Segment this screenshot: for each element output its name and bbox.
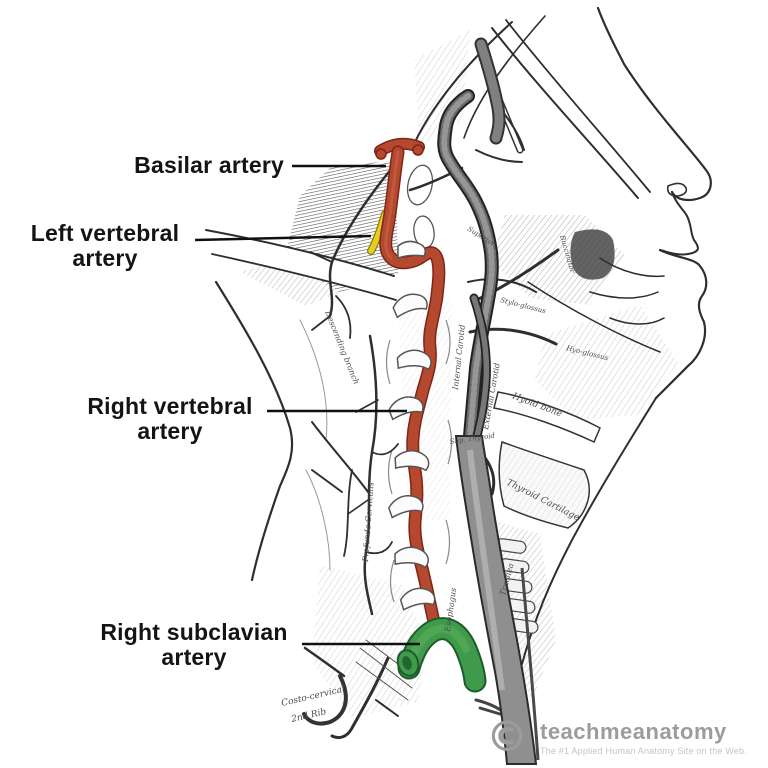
label-line: artery xyxy=(72,245,138,271)
transverse-process-hooks xyxy=(388,240,436,611)
engraved-label: Descending branch xyxy=(323,308,361,385)
carotid-artery-upper xyxy=(437,37,506,445)
watermark: © teachmeanatomy The #1 Applied Human An… xyxy=(486,714,747,760)
engraved-label: Internal Carotid xyxy=(451,324,467,391)
subclavian-artery-highlight xyxy=(396,617,487,693)
label-line: Right vertebral xyxy=(87,393,253,419)
engraved-label: Profunda Cervicalis xyxy=(361,482,376,563)
copyright-icon: © xyxy=(486,712,528,761)
watermark-tagline: The #1 Applied Human Anatomy Site on the… xyxy=(540,746,747,756)
label-line: artery xyxy=(137,418,203,444)
label-line: Right subclavian xyxy=(100,619,288,645)
watermark-brand: teachmeanatomy xyxy=(540,719,727,744)
label-left-vertebral-artery: Left vertebral artery xyxy=(22,221,188,271)
label-line: artery xyxy=(161,644,227,670)
label-right-vertebral-artery: Right vertebral artery xyxy=(84,394,256,444)
engraved-label: Costo-cervical xyxy=(280,685,346,709)
label-basilar-artery: Basilar artery xyxy=(134,152,284,178)
common-carotid-trunk xyxy=(454,435,540,765)
label-line: Left vertebral xyxy=(30,220,180,246)
leader-lines xyxy=(194,164,420,646)
label-right-subclavian-artery: Right subclavian artery xyxy=(96,620,292,670)
vertebral-column xyxy=(385,164,453,603)
vertebral-artery-highlight xyxy=(374,137,446,639)
larynx-structures xyxy=(493,391,601,634)
